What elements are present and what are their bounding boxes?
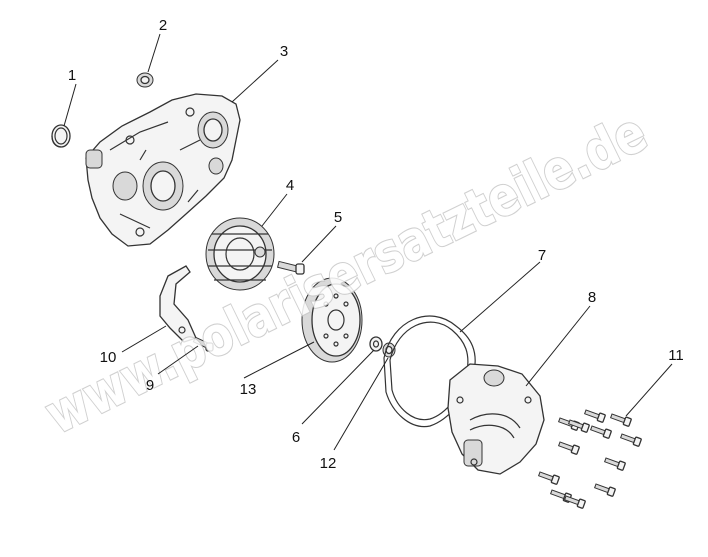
callout-10: 10: [100, 349, 117, 366]
callout-2: 2: [159, 17, 167, 34]
callout-labels: 1 2 3 4 5 6 7 8 9 10 11 12 13: [68, 17, 684, 472]
part-stator-bolt: [276, 260, 305, 275]
part-washer: [369, 336, 383, 352]
part-crankcase-housing: [85, 93, 241, 247]
part-stator-cover: [447, 363, 545, 475]
part-cover-bolts: [537, 409, 642, 509]
callout-1: 1: [68, 67, 76, 84]
callout-13: 13: [240, 381, 257, 398]
callout-11: 11: [668, 347, 684, 364]
part-seal-ring: [51, 124, 71, 148]
callout-8: 8: [588, 289, 596, 306]
callout-3: 3: [280, 43, 288, 60]
part-bearing: [136, 72, 154, 88]
part-stator: [205, 217, 275, 291]
part-flywheel: [301, 277, 363, 363]
callout-9: 9: [146, 377, 154, 394]
callout-5: 5: [334, 209, 342, 226]
part-small-bolt: [192, 336, 214, 352]
part-bracket: [159, 265, 197, 343]
callout-7: 7: [538, 247, 546, 264]
callout-6: 6: [292, 429, 300, 446]
callout-12: 12: [320, 455, 337, 472]
leader-lines: [63, 33, 673, 451]
callout-4: 4: [286, 177, 294, 194]
